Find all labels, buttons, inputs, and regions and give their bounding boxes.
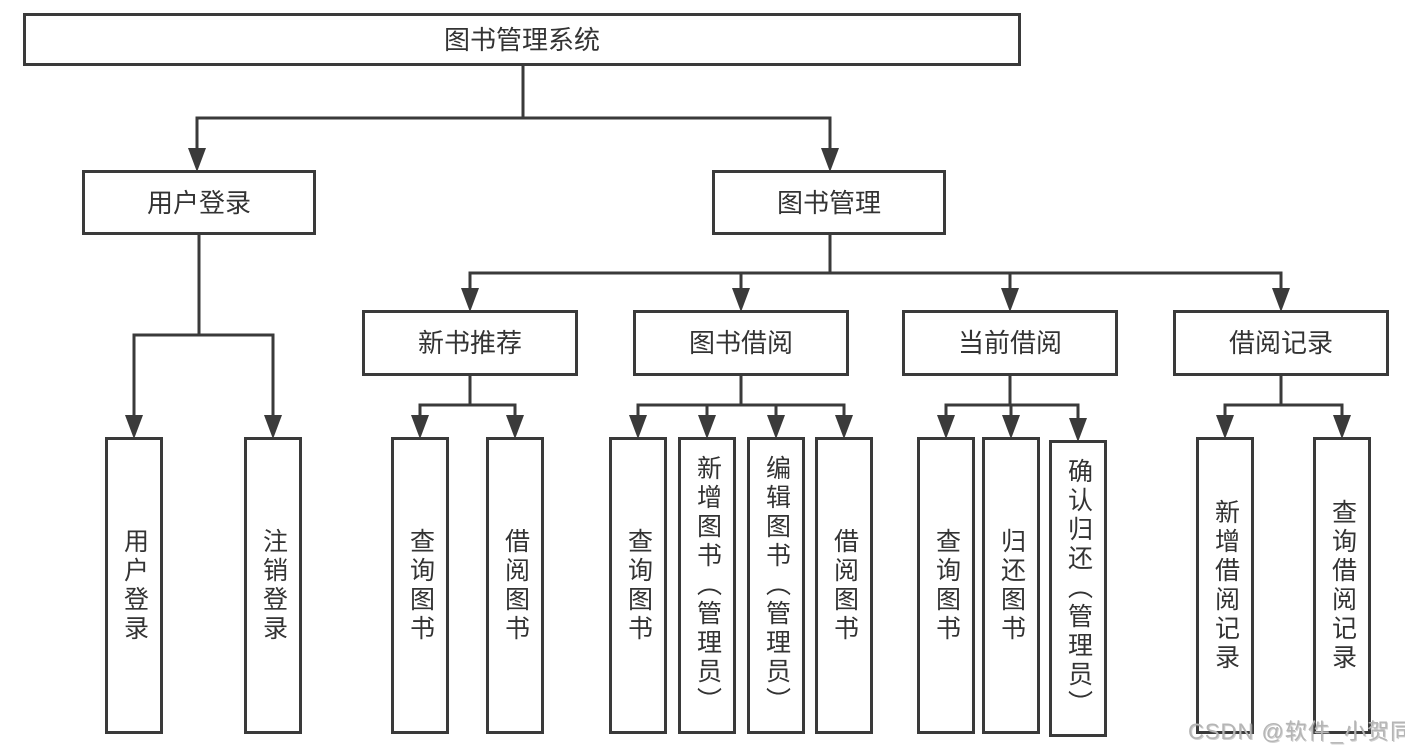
node-book-borrowing: 图书借阅 bbox=[633, 310, 849, 376]
leaf-query-books-current: 查询图书 bbox=[917, 437, 975, 734]
node-new-book-recommendation: 新书推荐 bbox=[362, 310, 578, 376]
node-root-system: 图书管理系统 bbox=[23, 13, 1021, 66]
node-book-management: 图书管理 bbox=[712, 170, 946, 235]
leaf-query-books-recommend: 查询图书 bbox=[391, 437, 449, 734]
node-borrowing-records: 借阅记录 bbox=[1173, 310, 1389, 376]
leaf-edit-books-admin: 编辑图书（管理员） bbox=[747, 437, 805, 734]
leaf-logout: 注销登录 bbox=[244, 437, 302, 734]
leaf-borrow-books-recommend: 借阅图书 bbox=[486, 437, 544, 734]
leaf-return-books: 归还图书 bbox=[982, 437, 1040, 734]
leaf-add-books-admin: 新增图书（管理员） bbox=[678, 437, 736, 734]
node-user-login: 用户登录 bbox=[82, 170, 316, 235]
leaf-add-borrow-record: 新增借阅记录 bbox=[1196, 437, 1254, 734]
arrow-down-icons bbox=[125, 148, 1351, 442]
csdn-watermark: CSDN @软件_小贺同学 bbox=[1188, 719, 1405, 744]
node-current-borrowing: 当前借阅 bbox=[902, 310, 1118, 376]
leaf-borrow-books: 借阅图书 bbox=[815, 437, 873, 734]
leaf-query-borrow-record: 查询借阅记录 bbox=[1313, 437, 1371, 734]
leaf-query-books-borrow: 查询图书 bbox=[609, 437, 667, 734]
leaf-confirm-return-admin: 确认归还（管理员） bbox=[1049, 440, 1107, 737]
leaf-user-login: 用户登录 bbox=[105, 437, 163, 734]
